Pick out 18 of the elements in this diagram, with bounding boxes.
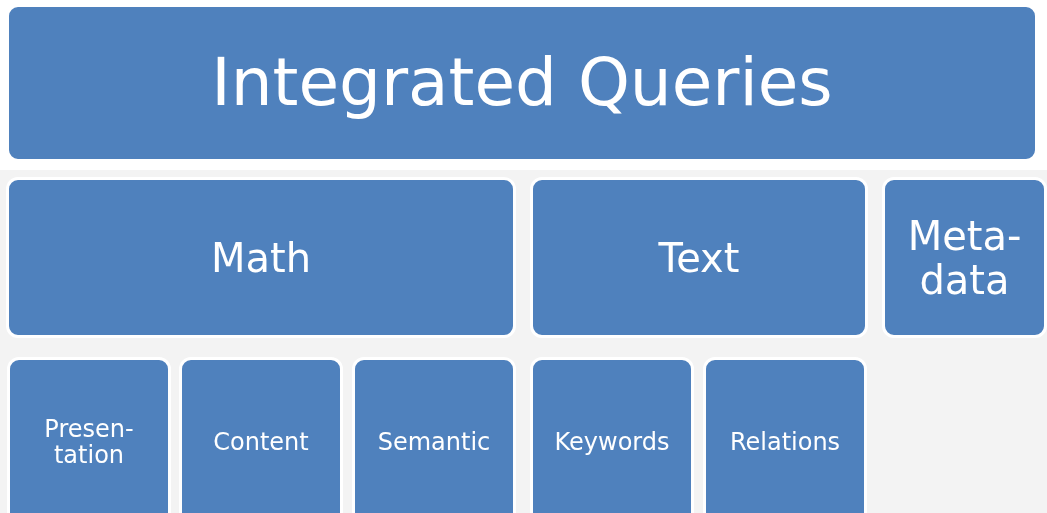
box-label: Presen- tation <box>43 415 135 469</box>
subcategory-box <box>7 357 171 513</box>
box-label: Math <box>210 235 312 280</box>
box-label: Keywords <box>554 428 670 456</box>
subcategory-box <box>352 357 516 513</box>
box-label: Meta- data <box>906 213 1023 302</box>
category-box <box>882 177 1047 338</box>
box-label: Content <box>213 428 309 456</box>
category-box <box>6 177 516 338</box>
heading-box <box>6 4 1038 162</box>
subcategory-box <box>530 357 694 513</box>
subcategory-box <box>179 357 343 513</box>
box-label: Semantic <box>377 428 491 456</box>
box-label: Integrated Queries <box>211 46 833 120</box>
box-label: Text <box>658 235 740 280</box>
subcategory-box <box>703 357 867 513</box>
box-label: Relations <box>729 428 841 456</box>
category-box <box>530 177 868 338</box>
